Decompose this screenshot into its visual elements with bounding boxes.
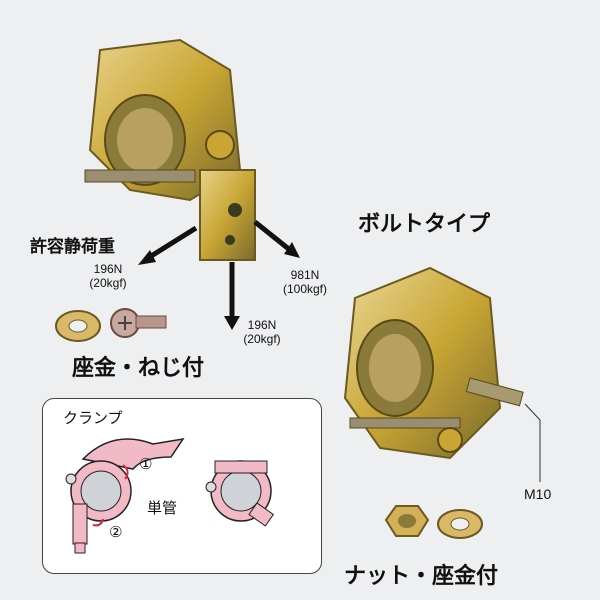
installation-inset: クランプ ① 単管 ② [42, 398, 322, 574]
load-right-label: 981N (100kgf) [270, 268, 340, 296]
inset-clamp-label: クランプ [63, 409, 123, 427]
washer-screw-label: 座金・ねじ付 [72, 356, 205, 381]
inset-clamp-diagram [65, 437, 275, 554]
load-left-label: 196N (20kgf) [78, 262, 138, 290]
load-right-kgf: (100kgf) [282, 282, 328, 296]
clamp-product-image-top [84, 38, 256, 261]
inset-step2: ② [109, 523, 123, 541]
load-down-label: 196N (20kgf) [232, 318, 292, 346]
bolt-type-clamp-image [343, 266, 524, 460]
load-left-n: 196N [93, 262, 123, 276]
washer-screw-image [55, 308, 167, 342]
inset-step1: ① [139, 455, 153, 473]
nut-washer-label: ナット・座金付 [344, 564, 499, 589]
load-down-n: 196N [247, 318, 277, 332]
load-left-kgf: (20kgf) [89, 276, 127, 290]
bolt-type-title: ボルトタイプ [358, 212, 491, 237]
allowable-load-label: 許容静荷重 [30, 237, 115, 257]
load-right-n: 981N [290, 268, 320, 282]
nut-washer-image [384, 505, 483, 539]
m10-label: M10 [524, 486, 552, 502]
inset-single-pipe-label: 単管 [147, 499, 178, 517]
load-down-kgf: (20kgf) [243, 332, 281, 346]
